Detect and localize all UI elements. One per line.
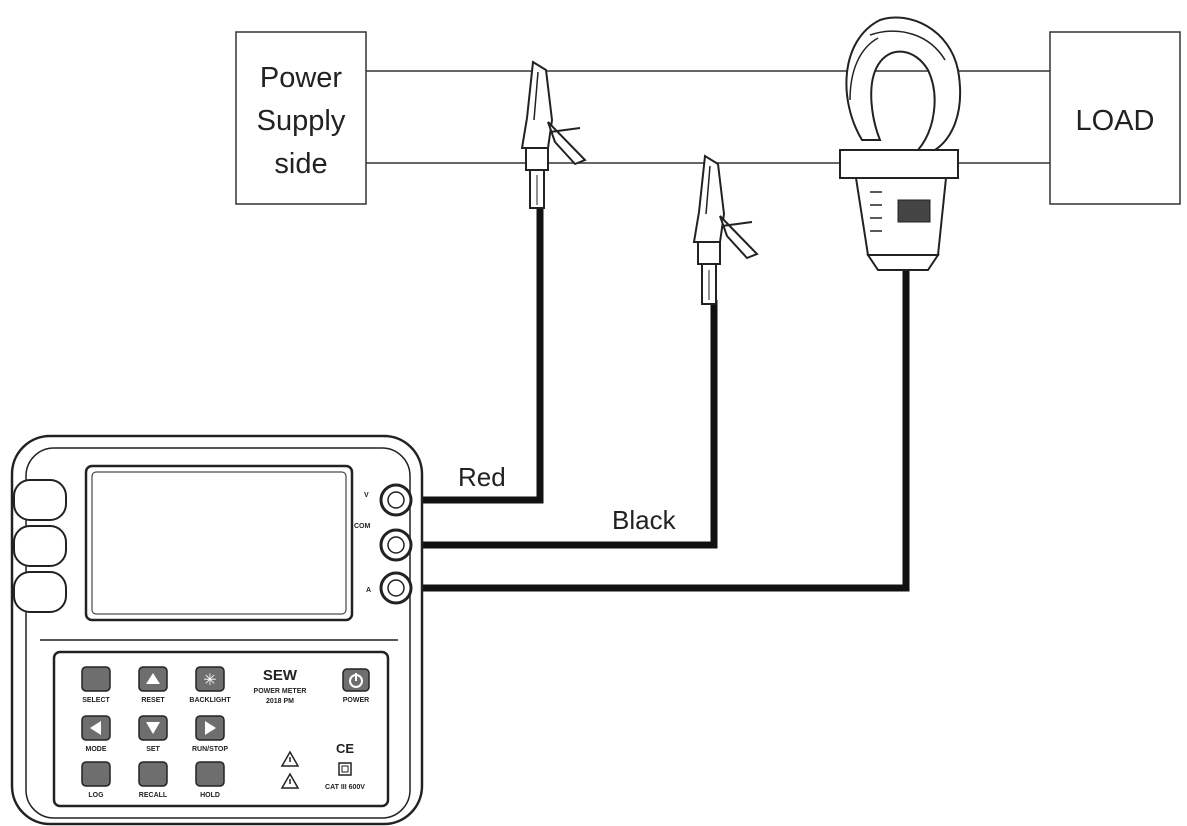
backlight-icon: ✳	[203, 670, 216, 689]
log-button-label: LOG	[88, 792, 104, 799]
meter-model-line1: POWER METER	[254, 688, 307, 695]
log-button[interactable]: LOG	[81, 761, 111, 799]
warning-icon	[280, 750, 300, 767]
runstop-button[interactable]: RUN/STOP	[192, 715, 228, 753]
recall-button[interactable]: RECALL	[138, 761, 168, 799]
hold-button-label: HOLD	[200, 792, 220, 799]
terminal-v-label: V	[364, 492, 369, 499]
cat-rating: CAT III 600V	[325, 784, 365, 791]
ce-mark: CE	[336, 741, 354, 756]
down-arrow-icon	[146, 722, 160, 734]
set-button[interactable]: SET	[138, 715, 168, 753]
red-lead-cable	[412, 200, 544, 504]
backlight-button[interactable]: ✳ BACKLIGHT	[189, 666, 231, 704]
reset-button[interactable]: RESET	[138, 666, 168, 704]
recall-button-label: RECALL	[139, 792, 168, 799]
side-grip-1	[13, 479, 67, 521]
runstop-button-label: RUN/STOP	[192, 746, 228, 753]
warning-icon	[280, 772, 300, 789]
load-label: LOAD	[1076, 105, 1155, 137]
side-grip-3	[13, 571, 67, 613]
power-supply-label-line3: side	[274, 148, 327, 180]
load-box: LOAD	[1049, 31, 1181, 205]
terminal-a: A	[366, 571, 413, 605]
lcd-screen	[84, 464, 354, 622]
power-button[interactable]: POWER	[342, 668, 370, 704]
current-clamp	[839, 16, 962, 271]
select-button[interactable]: SELECT	[81, 666, 111, 704]
terminal-com-label: COM	[354, 523, 371, 530]
hold-button[interactable]: HOLD	[195, 761, 225, 799]
terminal-v: V	[364, 483, 413, 517]
terminal-com: COM	[354, 523, 413, 562]
backlight-button-label: BACKLIGHT	[189, 697, 231, 704]
red-alligator-clip	[520, 60, 587, 209]
red-lead-label: Red	[458, 462, 506, 492]
power-supply-box: Power Supply side	[235, 31, 367, 205]
mode-button[interactable]: MODE	[81, 715, 111, 753]
black-lead-label: Black	[612, 505, 677, 535]
power-button-label: POWER	[343, 697, 369, 704]
terminal-a-label: A	[366, 587, 371, 594]
double-insulation-icon	[338, 762, 352, 776]
power-supply-label-line1: Power	[260, 62, 343, 94]
power-supply-label-line2: Supply	[257, 105, 346, 137]
select-button-label: SELECT	[82, 697, 110, 704]
right-arrow-icon	[205, 721, 216, 735]
meter-model-line2: 2018 PM	[266, 698, 294, 705]
set-button-label: SET	[146, 746, 160, 753]
left-arrow-icon	[90, 721, 101, 735]
black-lead-cable	[412, 300, 718, 549]
black-alligator-clip	[692, 154, 759, 305]
side-grip-2	[13, 525, 67, 567]
up-arrow-icon	[146, 673, 160, 684]
clamp-cable	[412, 265, 910, 592]
reset-button-label: RESET	[141, 697, 165, 704]
mode-button-label: MODE	[86, 746, 107, 753]
meter-brand: SEW	[263, 667, 298, 684]
power-meter: V COM A SELECT RESET ✳ BACKLIGHT	[10, 434, 424, 826]
